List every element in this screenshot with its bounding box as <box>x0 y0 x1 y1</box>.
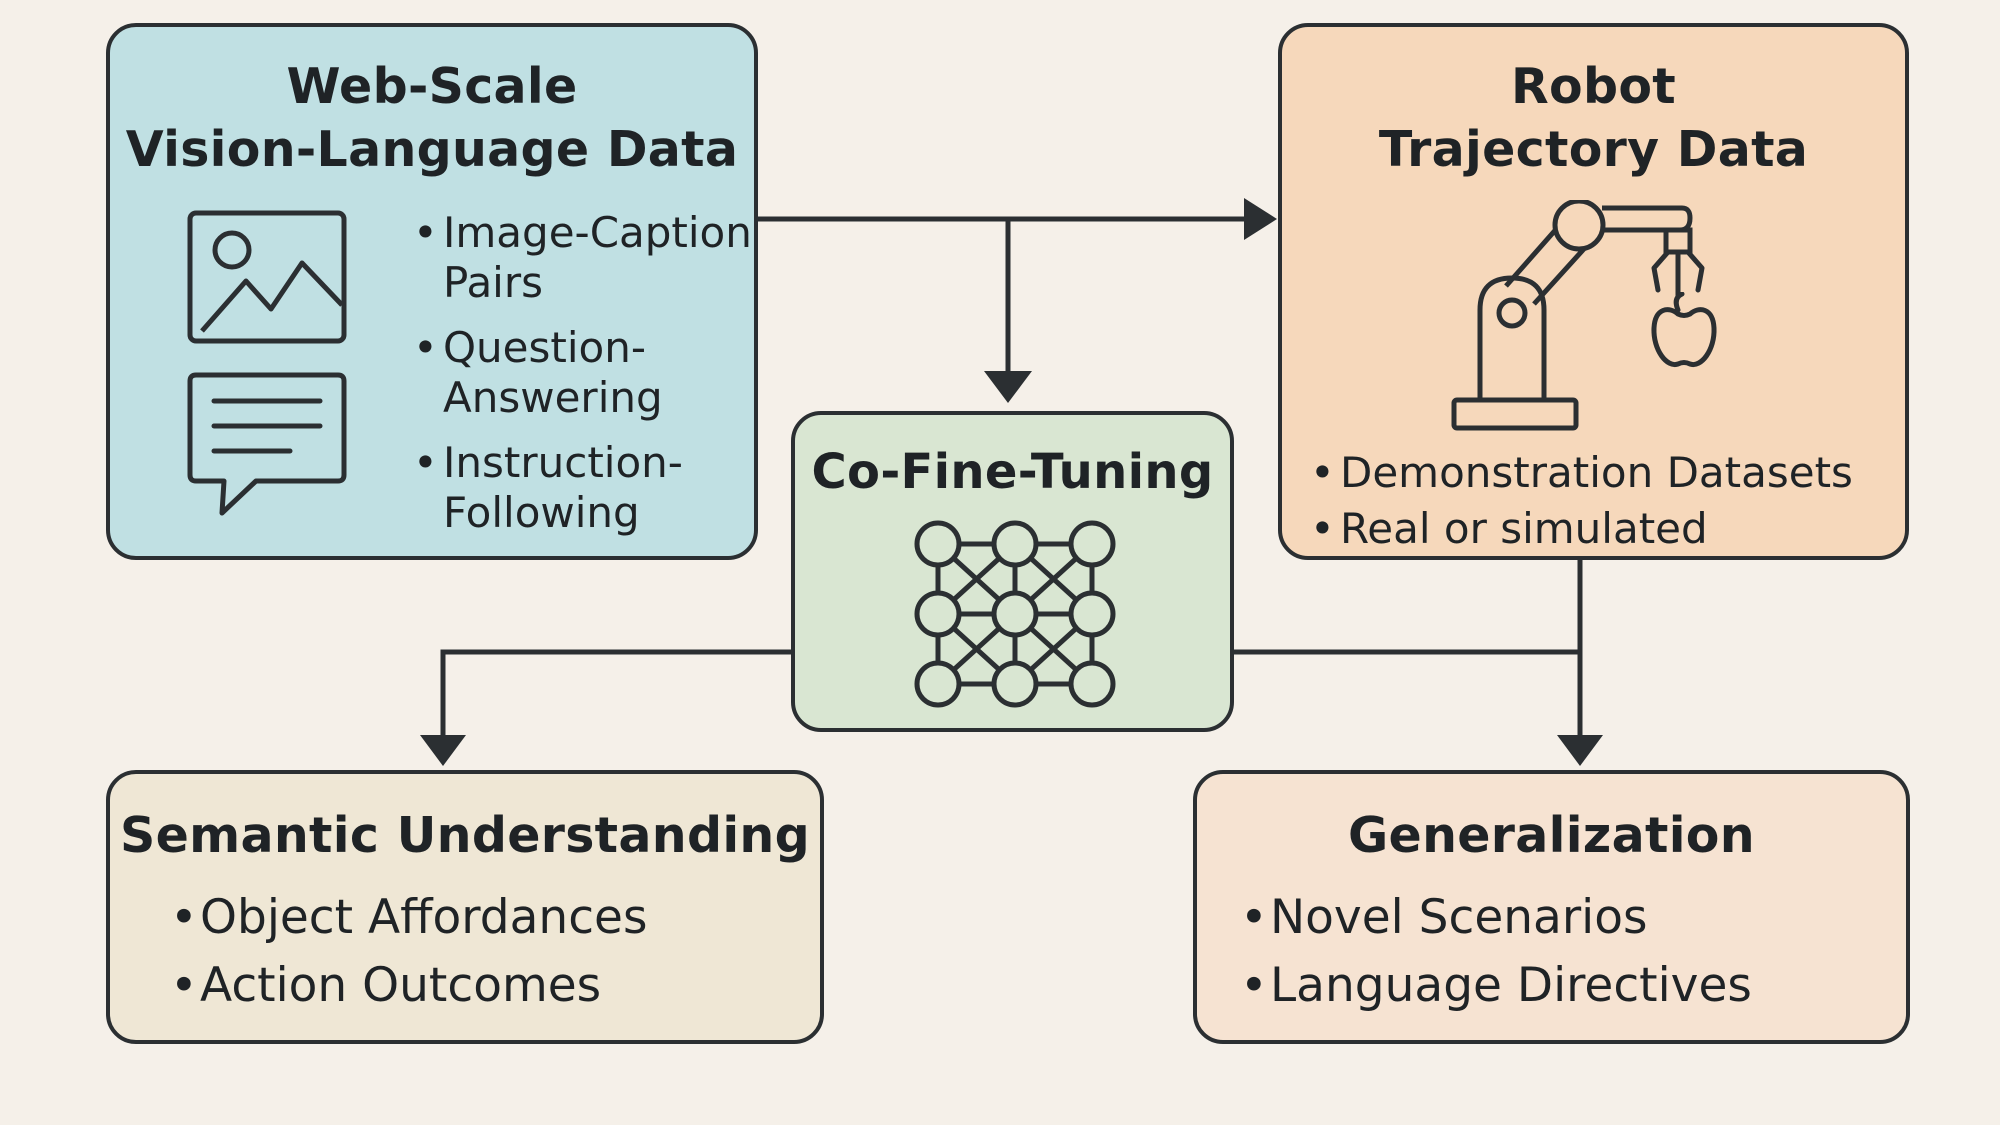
list-item-line1: Question- <box>443 323 647 372</box>
neural-network-icon <box>914 520 1116 708</box>
list-item-line1: Instruction- <box>443 438 683 487</box>
semantic-understanding-box: Semantic Understanding Object Affordance… <box>106 770 824 1044</box>
list-item: Language Directives <box>1240 952 1900 1020</box>
list-item-line1: Image-Caption <box>443 208 752 257</box>
arrowhead-cofinetuning <box>984 371 1032 403</box>
list-item: Question- Answering <box>413 323 758 423</box>
robot-data-title-line1: Robot <box>1510 58 1677 115</box>
list-item: Image-Caption Pairs <box>413 208 758 308</box>
web-data-title: Web-Scale Vision-Language Data <box>110 55 754 181</box>
list-item-line2: Answering <box>443 373 663 422</box>
robot-data-title-line2: Trajectory Data <box>1378 121 1809 178</box>
list-item-line2: Pairs <box>443 258 543 307</box>
arrowhead-generalization <box>1557 735 1603 766</box>
robot-data-list: Demonstration Datasets Real or simulated <box>1310 445 1900 557</box>
list-item: Action Outcomes <box>170 952 810 1020</box>
semantic-understanding-title: Semantic Understanding <box>120 807 810 864</box>
arrowhead-semantic <box>420 735 466 766</box>
robot-arm-icon <box>1451 200 1705 431</box>
generalization-title: Generalization <box>1348 807 1755 864</box>
co-fine-tuning-box: Co-Fine-Tuning <box>791 411 1234 732</box>
robot-data-title: Robot Trajectory Data <box>1282 55 1905 181</box>
chat-bubble-icon <box>187 372 347 516</box>
generalization-list: Novel Scenarios Language Directives <box>1240 884 1900 1020</box>
web-data-box: Web-Scale Vision-Language Data Image-Cap… <box>106 23 758 560</box>
list-item: Demonstration Datasets <box>1310 445 1900 501</box>
arrow-cofinetuning-to-semantic <box>440 649 796 738</box>
co-fine-tuning-title: Co-Fine-Tuning <box>811 444 1214 500</box>
generalization-box: Generalization Novel Scenarios Language … <box>1193 770 1910 1044</box>
semantic-understanding-list: Object Affordances Action Outcomes <box>170 884 810 1020</box>
arrowhead-robot <box>1244 198 1277 240</box>
apple-icon <box>1651 292 1717 367</box>
web-data-title-line2: Vision-Language Data <box>125 121 739 178</box>
image-icon <box>187 210 347 344</box>
list-item: Object Affordances <box>170 884 810 952</box>
list-item: Real or simulated <box>1310 501 1900 557</box>
web-data-title-line1: Web-Scale <box>286 58 578 115</box>
list-item-line2: Following <box>443 488 640 537</box>
list-item: Instruction- Following <box>413 438 758 538</box>
web-data-list: Image-Caption Pairs Question- Answering … <box>413 208 758 538</box>
robot-data-box: Robot Trajectory Data Demonstration Data… <box>1278 23 1909 560</box>
list-item: Novel Scenarios <box>1240 884 1900 952</box>
